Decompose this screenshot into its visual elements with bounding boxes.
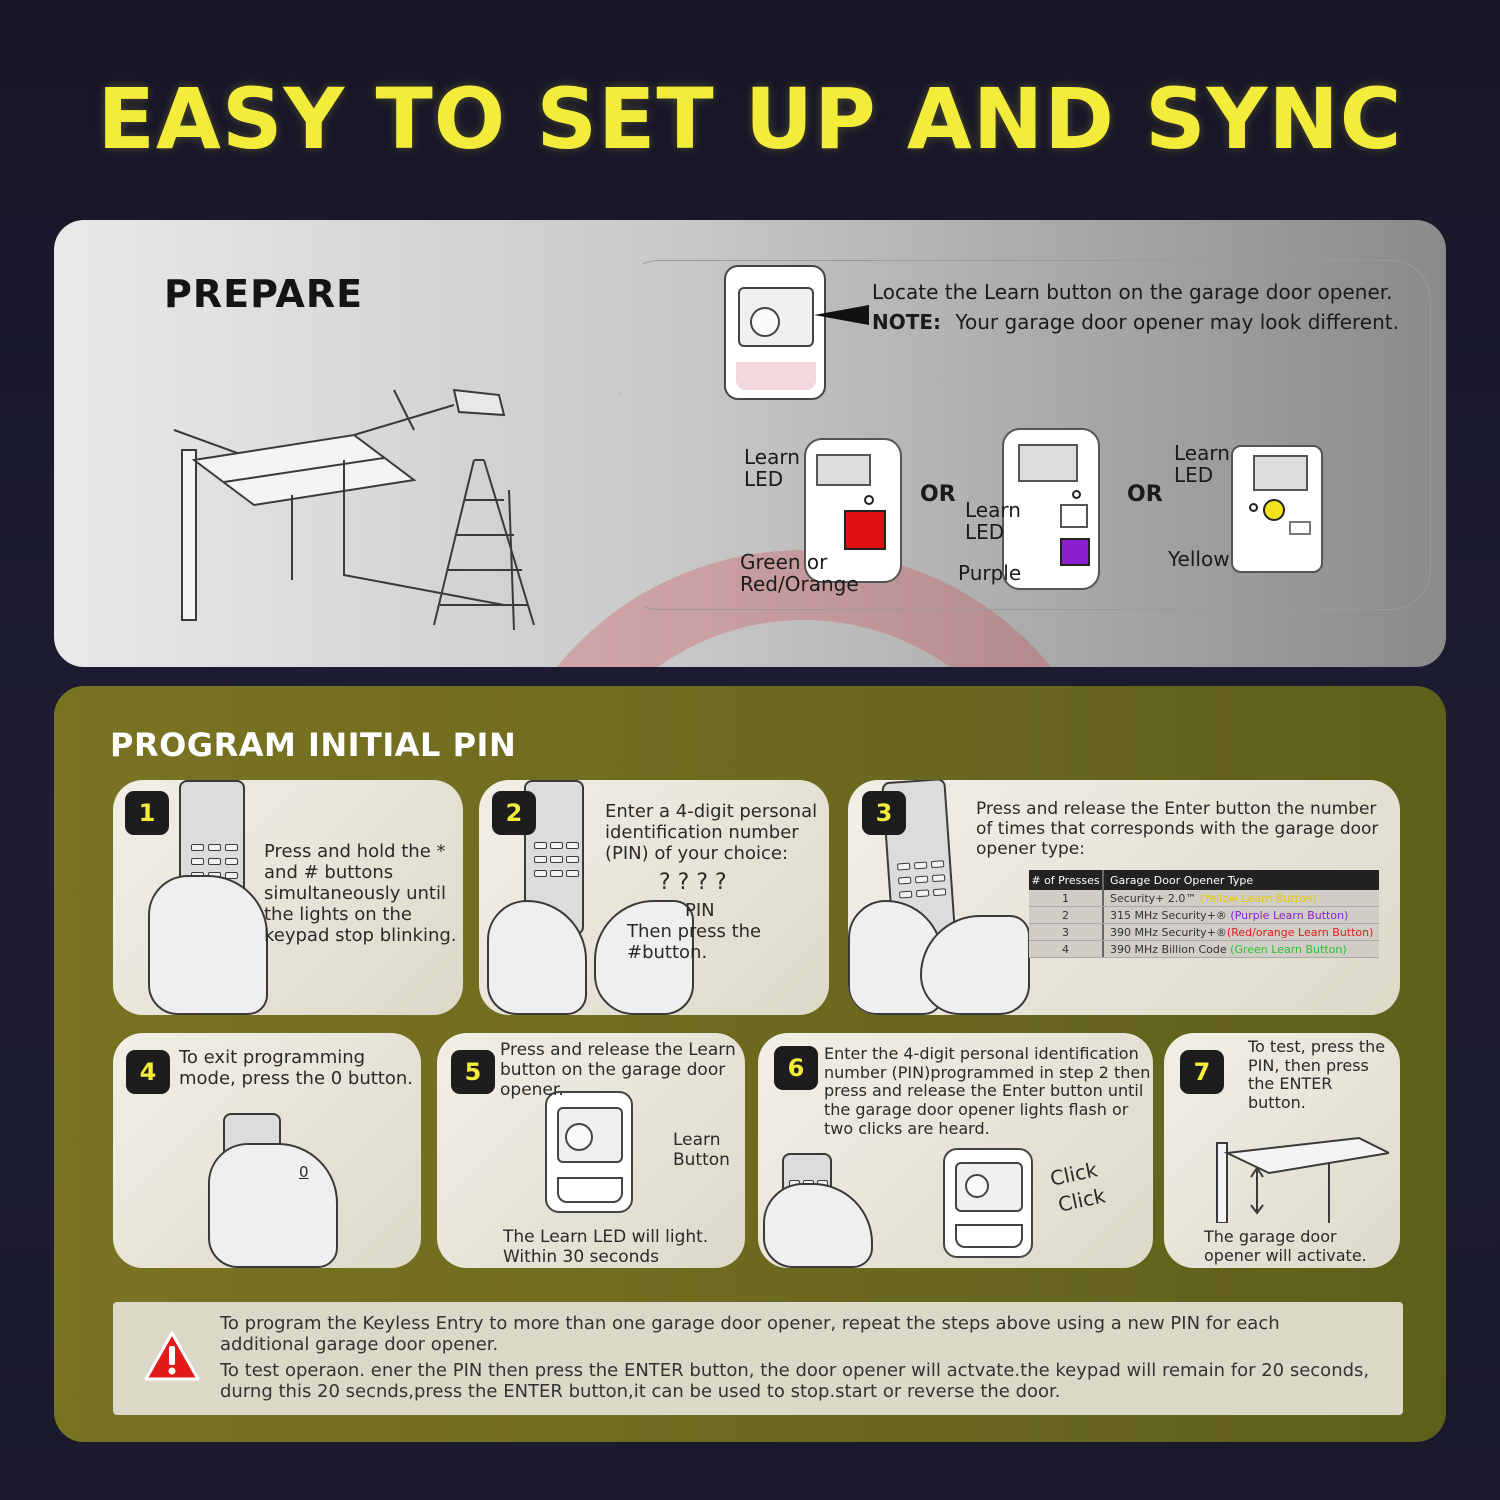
note-row: NOTE: Your garage door opener may look d… <box>872 311 1399 333</box>
hand-icon <box>487 900 587 1015</box>
zero-key-label: 0 <box>299 1163 309 1181</box>
step-6-card: Enter the 4-digit personal identificatio… <box>758 1033 1153 1268</box>
warning-box: To program the Keyless Entry to more tha… <box>113 1302 1403 1415</box>
table-row: 2 315 MHz Security+® (Purple Learn Butto… <box>1029 907 1379 924</box>
table-row: 1 Security+ 2.0™ (Yellow Learn Button) <box>1029 890 1379 907</box>
step-5-badge: 5 <box>451 1050 495 1094</box>
step-7-badge: 7 <box>1180 1050 1224 1094</box>
garage-opener-unit <box>724 265 826 400</box>
learn-button-label: Learn Button <box>673 1130 730 1170</box>
led-panel-yellow <box>1231 445 1323 573</box>
pointing-hand-icon <box>594 900 694 1015</box>
step-2-text: Enter a 4-digit personal identification … <box>605 801 818 865</box>
garage-opener-unit <box>545 1091 633 1213</box>
or-label-2: OR <box>1127 482 1163 507</box>
garage-ladder-illustration <box>173 388 535 631</box>
step-1-badge: 1 <box>125 791 169 835</box>
step-3-text: Press and release the Enter button the n… <box>976 799 1379 859</box>
pointer-arrow-icon <box>814 305 869 325</box>
step-4-badge: 4 <box>126 1050 170 1094</box>
led2-color-label: Purple <box>958 561 1022 585</box>
step-2-after: Then press the #button. <box>627 921 762 964</box>
presses-cell: 2 <box>1029 907 1104 923</box>
step-5-after: The Learn LED will light. Within 30 seco… <box>503 1227 709 1267</box>
garage-door-illustration <box>1216 1136 1389 1223</box>
step-6-badge: 6 <box>774 1046 818 1090</box>
led-panel-red <box>804 438 902 583</box>
or-label-1: OR <box>920 482 956 507</box>
led3-label: Learn LED <box>1174 441 1230 488</box>
warning-line-1: To program the Keyless Entry to more tha… <box>220 1313 1280 1356</box>
step-5-text: Press and release the Learn button on th… <box>500 1040 736 1100</box>
table-row: 3 390 MHz Security+®(Red/orange Learn Bu… <box>1029 924 1379 941</box>
type-cell: 390 MHz Security+®(Red/orange Learn Butt… <box>1110 925 1374 939</box>
program-heading: PROGRAM INITIAL PIN <box>110 726 517 764</box>
pointing-hand-icon <box>920 915 1030 1015</box>
type-cell: 315 MHz Security+® (Purple Learn Button) <box>1110 908 1349 922</box>
type-cell: Security+ 2.0™ (Yellow Learn Button) <box>1110 891 1317 905</box>
table-header: # of Presses Garage Door Opener Type <box>1029 870 1379 890</box>
opener-type-table: # of Presses Garage Door Opener Type 1 S… <box>1029 870 1379 958</box>
hand-icon <box>148 875 268 1015</box>
type-note: (Green Learn Button) <box>1230 942 1347 956</box>
step-4-text: To exit programming mode, press the 0 bu… <box>179 1047 413 1090</box>
hand-icon <box>763 1183 873 1268</box>
garage-opener-unit <box>943 1148 1033 1258</box>
type-note: (Yellow Learn Button) <box>1199 891 1317 905</box>
table-row: 4 390 MHz Billion Code (Green Learn Butt… <box>1029 941 1379 958</box>
note-label: NOTE: <box>872 310 942 334</box>
step-3-badge: 3 <box>862 791 906 835</box>
presses-cell: 3 <box>1029 924 1104 940</box>
red-learn-button <box>844 510 886 550</box>
step-5-card: Press and release the Learn button on th… <box>437 1033 745 1268</box>
hand-icon <box>208 1143 338 1268</box>
step-6-text: Enter the 4-digit personal identificatio… <box>824 1044 1151 1138</box>
led3-color-label: Yellow <box>1168 547 1230 571</box>
led1-color-label: Green or Red/Orange <box>740 550 859 597</box>
note-text: Your garage door opener may look differe… <box>955 310 1399 334</box>
led-panel-purple <box>1002 428 1100 590</box>
step-4-card: To exit programming mode, press the 0 bu… <box>113 1033 421 1268</box>
led1-label: Learn LED <box>744 445 800 492</box>
prepare-panel: PREPARE Locate the Learn b <box>54 220 1446 667</box>
type-cell: 390 MHz Billion Code (Green Learn Button… <box>1110 942 1347 956</box>
page-title: EASY TO SET UP AND SYNC <box>97 70 1403 168</box>
presses-cell: 1 <box>1029 890 1104 906</box>
warning-icon <box>144 1331 200 1381</box>
type-note: (Purple Learn Button) <box>1230 908 1349 922</box>
step-7-after: The garage door opener will activate. <box>1204 1227 1367 1265</box>
purple-learn-button <box>1060 538 1090 566</box>
pin-label: PIN <box>685 900 715 921</box>
step-1-text: Press and hold the * and # buttons simul… <box>264 841 457 947</box>
led2-label: Learn LED <box>965 498 1021 545</box>
step-2-badge: 2 <box>492 791 536 835</box>
header-type: Garage Door Opener Type <box>1110 873 1254 887</box>
step-7-text: To test, press the PIN, then press the E… <box>1248 1037 1386 1113</box>
type-note: (Red/orange Learn Button) <box>1226 925 1374 939</box>
yellow-learn-button <box>1263 499 1285 521</box>
step-1-card: Press and hold the * and # buttons simul… <box>113 780 463 1015</box>
locate-text: Locate the Learn button on the garage do… <box>872 280 1393 304</box>
header-presses: # of Presses <box>1029 870 1104 890</box>
prepare-heading: PREPARE <box>164 272 364 316</box>
warning-line-2: To test operaon. ener the PIN then press… <box>220 1360 1370 1403</box>
click-label-2: Click <box>1055 1183 1108 1217</box>
presses-cell: 4 <box>1029 941 1104 957</box>
step-2-card: Enter a 4-digit personal identification … <box>479 780 829 1015</box>
pin-marks: ? ? ? ? <box>659 870 727 895</box>
